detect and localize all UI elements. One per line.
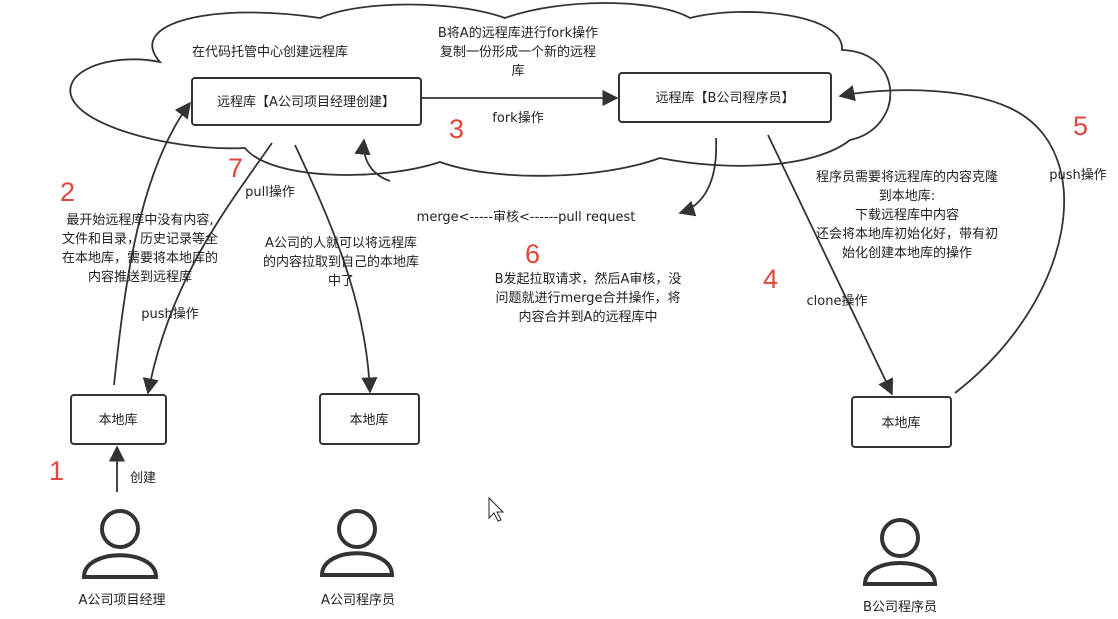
svg-text:程序员需要将远程库的内容克隆: 程序员需要将远程库的内容克隆 [816, 169, 998, 185]
step-number-4: 4 [763, 264, 778, 294]
merge-arrow [354, 138, 391, 182]
local-repo-b-dev[interactable]: 本地库 [851, 396, 952, 448]
local-repo-b-dev-label: 本地库 [881, 415, 920, 431]
person-icon-a-dev [319, 509, 395, 577]
pull-arrow-manager [142, 142, 273, 395]
svg-text:库: 库 [511, 63, 524, 79]
svg-text:复制一份形成一个新的远程: 复制一份形成一个新的远程 [440, 44, 596, 60]
svg-text:内容推送到远程库: 内容推送到远程库 [88, 269, 192, 285]
fork-note: B将A的远程库进行fork操作 复制一份形成一个新的远程 库 [438, 25, 598, 79]
svg-text:A公司的人就可以将远程库: A公司的人就可以将远程库 [265, 235, 417, 251]
push-arrow-left [113, 101, 191, 386]
merge-flow-label: merge<-----审核<------pull request [417, 210, 636, 225]
person-icon-manager [81, 509, 159, 579]
person-label-b-dev: B公司程序员 [863, 600, 937, 615]
step-number-2: 2 [60, 177, 75, 207]
create-label: 创建 [130, 471, 156, 486]
pull-label: pull操作 [245, 184, 295, 200]
remote-repo-b-label: 远程库【B公司程序员】 [656, 90, 795, 106]
svg-text:最开始远程库中没有内容,: 最开始远程库中没有内容, [66, 212, 213, 228]
svg-text:到本地库:: 到本地库: [879, 188, 935, 204]
local-repo-a-dev-label: 本地库 [349, 412, 388, 428]
svg-text:B发起拉取请求，然后A审核，没: B发起拉取请求，然后A审核，没 [495, 271, 682, 287]
person-label-manager: A公司项目经理 [79, 593, 166, 608]
pull-request-note: B发起拉取请求，然后A审核，没 问题就进行merge合并操作，将 内容合并到A的… [495, 271, 682, 325]
local-repo-a-dev[interactable]: 本地库 [319, 393, 420, 445]
svg-text:始化创建本地库的操作: 始化创建本地库的操作 [842, 245, 972, 261]
clone-note: 程序员需要将远程库的内容克隆 到本地库: 下载远程库中内容 还会将本地库初始化好… [816, 169, 998, 261]
svg-text:的内容拉取到自己的本地库: 的内容拉取到自己的本地库 [263, 254, 419, 270]
push-arrow-right [838, 85, 1065, 394]
person-label-a-dev: A公司程序员 [321, 593, 395, 608]
step-number-5: 5 [1073, 111, 1088, 141]
fork-label: fork操作 [492, 110, 543, 126]
pull-arrow-a-dev [294, 144, 378, 394]
remote-repo-b[interactable]: 远程库【B公司程序员】 [618, 72, 832, 123]
svg-text:内容合并到A的远程库中: 内容合并到A的远程库中 [519, 309, 658, 325]
cursor-icon [488, 496, 505, 522]
remote-repo-a[interactable]: 远程库【A公司项目经理创建】 [191, 77, 422, 126]
svg-text:还会将本地库初始化好，带有初: 还会将本地库初始化好，带有初 [816, 226, 998, 242]
step-number-7: 7 [228, 153, 243, 183]
step-number-1: 1 [49, 456, 64, 486]
svg-text:在本地库，需要将本地库的: 在本地库，需要将本地库的 [62, 250, 218, 266]
cloud-label: 在代码托管中心创建远程库 [192, 44, 348, 60]
svg-text:B将A的远程库进行fork操作: B将A的远程库进行fork操作 [438, 25, 598, 41]
local-repo-manager[interactable]: 本地库 [70, 394, 167, 445]
push-label-left: push操作 [141, 306, 199, 322]
step-number-6: 6 [525, 239, 540, 269]
svg-text:中了: 中了 [328, 274, 354, 289]
svg-text:问题就进行merge合并操作，将: 问题就进行merge合并操作，将 [495, 290, 680, 306]
local-repo-manager-label: 本地库 [98, 412, 137, 428]
push-label-right: push操作 [1049, 167, 1107, 183]
step-number-3: 3 [449, 114, 464, 144]
svg-text:文件和目录，历史记录等全: 文件和目录，历史记录等全 [62, 231, 218, 247]
push-note: 最开始远程库中没有内容, 文件和目录，历史记录等全 在本地库，需要将本地库的 内… [62, 212, 218, 285]
person-icon-b-dev [862, 518, 938, 586]
pull-request-arrow [678, 137, 718, 217]
svg-text:下载远程库中内容: 下载远程库中内容 [855, 207, 959, 223]
cloud-shape [69, 2, 892, 177]
remote-repo-a-label: 远程库【A公司项目经理创建】 [217, 94, 395, 110]
pull-note: A公司的人就可以将远程库 的内容拉取到自己的本地库 中了 [263, 235, 419, 289]
clone-arrow [767, 134, 894, 396]
clone-label: clone操作 [807, 293, 868, 309]
